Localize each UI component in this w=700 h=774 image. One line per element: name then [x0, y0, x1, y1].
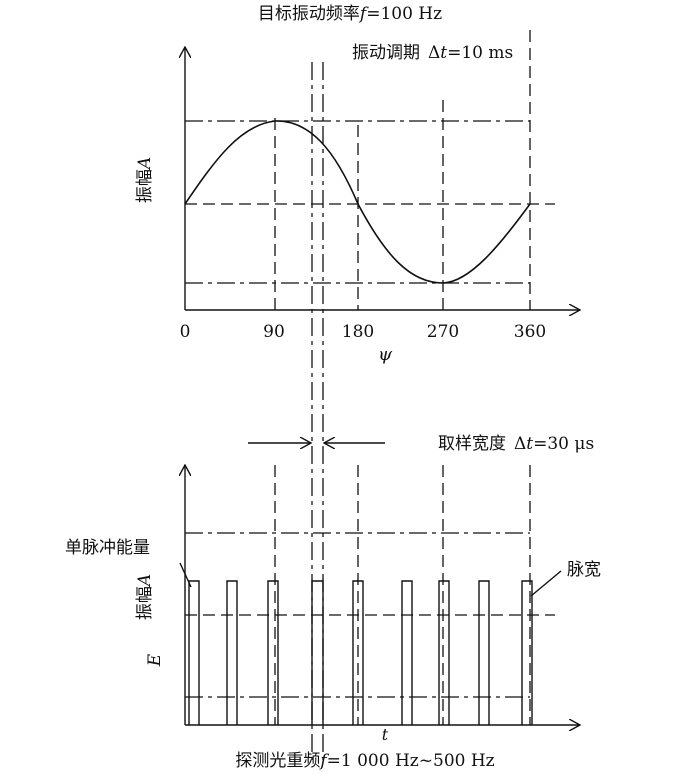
- single-pulse-leader: [179, 562, 192, 588]
- single-pulse-energy-label: 单脉冲能量: [65, 538, 150, 558]
- x-tick-180: 180: [342, 322, 374, 342]
- pulse-train: [188, 580, 533, 725]
- x-tick-90: 90: [263, 322, 285, 342]
- bottom-title: 探测光重频f=1 000 Hz~500 Hz: [235, 751, 494, 771]
- time-axis-var: t: [382, 725, 389, 744]
- x-tick-0: 0: [180, 322, 191, 342]
- energy-var: E: [145, 653, 165, 667]
- pulse-width-leader: [530, 570, 562, 597]
- vibration-sine-wave: [184, 120, 531, 284]
- x-tick-270: 270: [427, 322, 459, 342]
- top-amplitude-label: 振幅A: [135, 157, 155, 203]
- pulse-width-label: 脉宽: [567, 560, 601, 580]
- x-axis-psi: ψ: [378, 344, 393, 365]
- x-tick-360: 360: [514, 322, 546, 342]
- top-title: 目标振动频率f=100 Hz: [258, 4, 442, 24]
- bottom-amplitude-label: 振幅A: [135, 574, 155, 620]
